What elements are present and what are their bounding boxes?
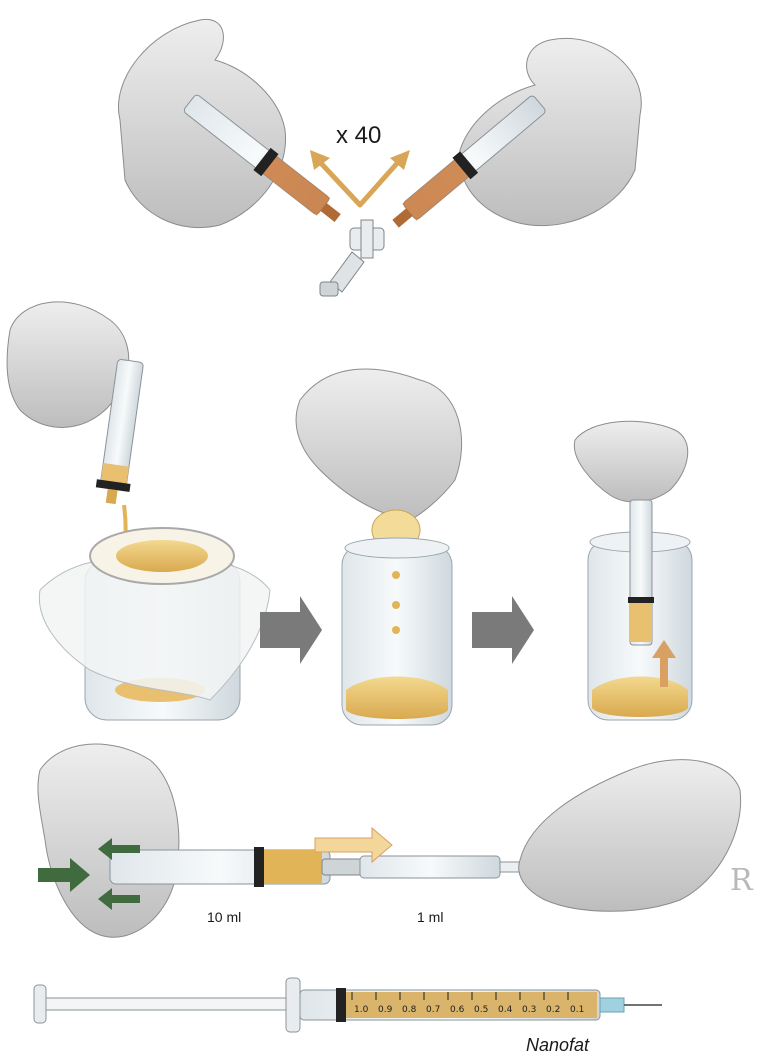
needle-hub: [599, 997, 625, 1013]
syringe-10ml-label: 10 ml: [207, 909, 242, 925]
push-arrows-green: [38, 838, 140, 910]
aspirate-syringe-fat: [630, 600, 652, 642]
scale-tick-label: 0.1: [570, 1005, 584, 1015]
scale-tick-label: 0.6: [450, 1005, 465, 1015]
right-syringe: [392, 95, 546, 228]
barrel-seal: [336, 988, 346, 1022]
nanofat-fill: [342, 992, 597, 1018]
drip-3: [392, 626, 400, 634]
nanofat-label: Nanofat: [526, 1035, 590, 1055]
step-arrow-2: [472, 596, 534, 664]
transfer-direction-arrow: [314, 826, 393, 864]
step3-squeezing: [295, 368, 462, 726]
left-syringe: [183, 94, 341, 222]
step-arrow-1: [260, 596, 322, 664]
nanofat-syringe: 1.0 0.9 0.8 0.7 0.6 0.5 0.4 0.3 0.2 0.1: [33, 977, 662, 1033]
right-glove-hand: [459, 38, 642, 227]
aspirate-plunger-seal: [628, 597, 654, 603]
repetitions-label: x 40: [336, 122, 382, 149]
syringe-10ml-seal: [254, 847, 264, 887]
step4-aspiration: [573, 420, 693, 721]
syringe-1ml-label: 1 ml: [417, 909, 444, 925]
jar-2-mouth: [344, 537, 450, 559]
jar-3-fat: [592, 676, 688, 717]
scale-tick-label: 0.5: [474, 1005, 488, 1015]
scale-tick-label: 0.4: [498, 1005, 513, 1015]
artist-signature: R: [730, 863, 754, 898]
scale-tick-label: 0.7: [426, 1005, 440, 1015]
plunger-rod: [45, 997, 297, 1011]
filter-syringe: [95, 359, 144, 505]
scale-tick-label: 0.2: [546, 1005, 560, 1015]
squeeze-hand-and-cloth: [295, 368, 462, 521]
scale-tick-label: 0.9: [378, 1005, 393, 1015]
jar-2-fat: [346, 676, 448, 719]
fat-on-mesh: [116, 540, 208, 572]
transfer-connector: [321, 858, 363, 876]
step2-filtering: [6, 301, 271, 721]
back-and-forth-arrows: [310, 150, 410, 208]
drip-1: [392, 571, 400, 579]
transfer-right-hand: [518, 759, 742, 912]
scale-ticks: 1.0 0.9 0.8 0.7 0.6 0.5 0.4 0.3 0.2 0.1: [351, 992, 584, 1015]
syringe-1ml-barrel: [359, 855, 501, 879]
scale-tick-label: 1.0: [354, 1005, 369, 1015]
scale-tick-label: 0.3: [522, 1005, 536, 1015]
three-way-stopcock: [319, 219, 385, 297]
finger-flange: [285, 977, 301, 1033]
drip-2: [392, 601, 400, 609]
up-arrow-orange: [652, 640, 676, 687]
scale-tick-label: 0.8: [402, 1005, 417, 1015]
step1-emulsification: [118, 18, 642, 297]
transfer-left-hand: [37, 743, 180, 938]
plunger-cap: [33, 984, 47, 1024]
aspirate-hand: [573, 420, 689, 503]
syringe-10ml-fat: [262, 850, 322, 884]
step5-transfer: R: [37, 743, 754, 938]
